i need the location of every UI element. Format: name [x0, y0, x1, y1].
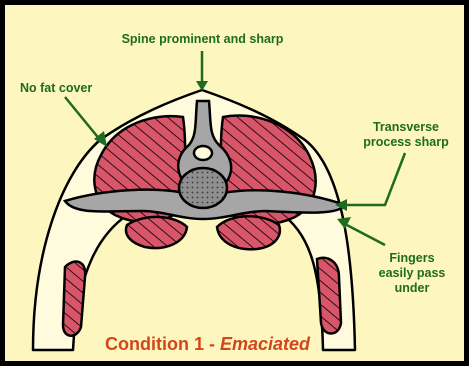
transverse-label-line2: process sharp	[348, 135, 464, 150]
left-rib-muscle	[63, 262, 85, 336]
spine-label: Spine prominent and sharp	[5, 32, 400, 47]
spinal-canal	[194, 146, 212, 160]
fingers-label-line1: Fingers	[360, 251, 464, 266]
fingers-label-line3: under	[360, 281, 464, 296]
fat-cover-arrow	[65, 97, 101, 141]
fingers-label-line2: easily pass	[360, 266, 464, 281]
right-rib-muscle	[317, 258, 341, 334]
condition-caption: Condition 1 - Emaciated	[5, 334, 410, 355]
transverse-process-label: Transverse process sharp	[348, 120, 464, 150]
fingers-label: Fingers easily pass under	[360, 251, 464, 296]
fat-cover-label: No fat cover	[20, 81, 92, 96]
transverse-label-line1: Transverse	[348, 120, 464, 135]
vertebral-body	[179, 168, 227, 208]
caption-prefix: Condition 1 -	[105, 334, 220, 354]
lower-left-muscle	[126, 217, 187, 248]
spine-arrowhead	[196, 81, 208, 91]
diagram-panel: Spine prominent and sharp No fat cover T…	[5, 5, 464, 361]
lower-right-muscle	[217, 216, 280, 249]
caption-condition: Emaciated	[220, 334, 310, 354]
fingers-arrow	[343, 223, 385, 245]
transverse-arrow	[343, 153, 405, 205]
cross-section-diagram	[5, 5, 464, 361]
